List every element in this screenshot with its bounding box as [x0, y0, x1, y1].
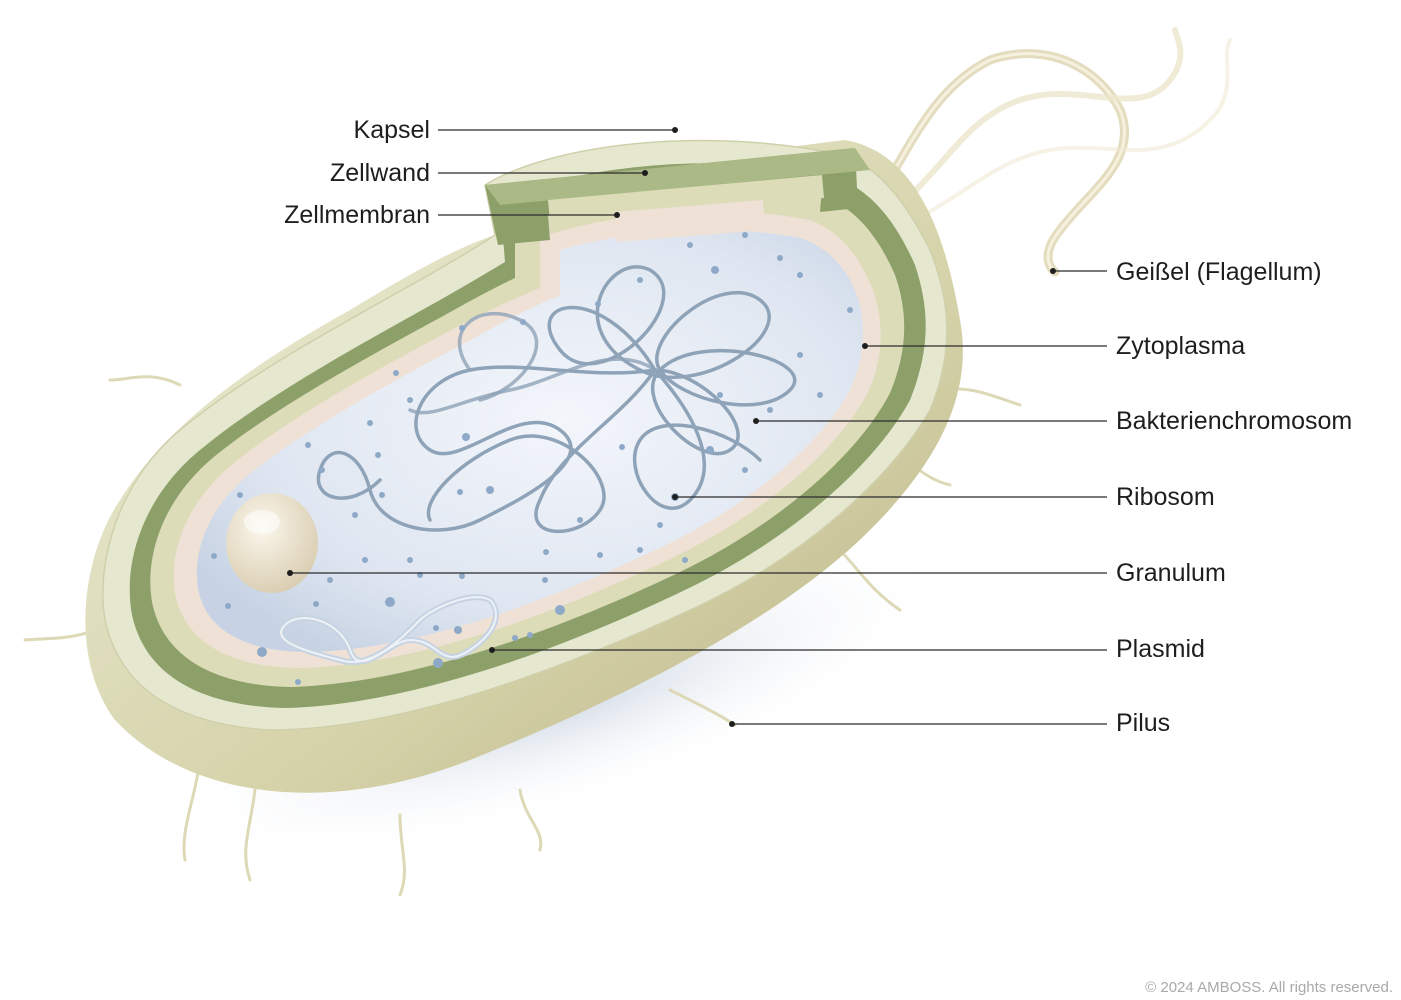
leader-lines	[287, 127, 1107, 727]
label-granule: Granulum	[1116, 559, 1226, 587]
bacterial-chromosome	[316, 265, 797, 533]
label-ribosome: Ribosom	[1116, 483, 1215, 511]
label-flagellum: Geißel (Flagellum)	[1116, 258, 1322, 286]
label-cell-membrane: Zellmembran	[284, 201, 430, 229]
layer-cross-section	[485, 148, 870, 245]
label-plasmid: Plasmid	[1116, 635, 1205, 663]
label-cell-wall: Zellwand	[330, 159, 430, 187]
label-pilus: Pilus	[1116, 709, 1170, 737]
label-cytoplasm: Zytoplasma	[1116, 332, 1245, 360]
label-capsule: Kapsel	[354, 116, 430, 144]
granule	[226, 493, 318, 593]
ribosomes	[211, 232, 853, 685]
label-chromosome: Bakterienchromosom	[1116, 407, 1352, 435]
flagellum	[865, 27, 1232, 277]
cytoplasm	[196, 229, 863, 653]
copyright-notice: © 2024 AMBOSS. All rights reserved.	[1145, 979, 1393, 996]
